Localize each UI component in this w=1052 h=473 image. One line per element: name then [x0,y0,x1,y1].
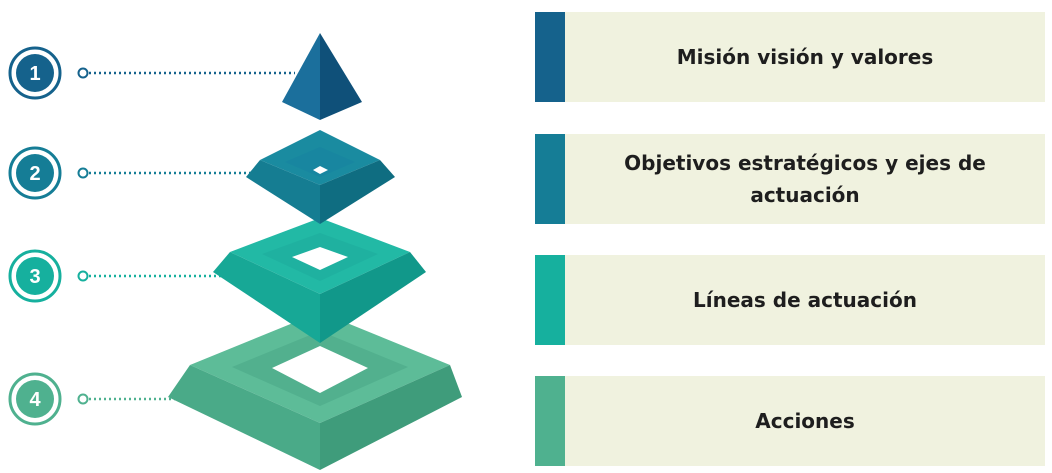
level-color-bar-1 [535,12,565,102]
level-number-1: 1 [29,63,40,85]
pyramid-level-1 [282,33,362,120]
level-badge-3: 3 [8,249,62,303]
level-box-2: Objetivos estratégicos y ejes de actuaci… [535,134,1045,224]
connector-3 [77,270,222,282]
level-badge-2: 2 [8,146,62,200]
connector-2 [77,167,255,179]
pyramid-level-3 [213,218,426,343]
connector-4 [77,393,178,405]
pyramid-level-4 [168,312,462,470]
level-box-4: Acciones [535,376,1045,466]
level-color-bar-3 [535,255,565,345]
level-box-3: Líneas de actuación [535,255,1045,345]
level-box-1: Misión visión y valores [535,12,1045,102]
level-label-1: Misión visión y valores [676,45,934,69]
level-color-bar-2 [535,134,565,224]
level-number-2: 2 [29,163,40,185]
level-panel-1: Misión visión y valores [565,12,1045,102]
level-badge-1: 1 [8,46,62,100]
level-panel-3: Líneas de actuación [565,255,1045,345]
pyramid-level-2 [246,130,395,224]
level-color-bar-4 [535,376,565,466]
level-label-2: Objetivos estratégicos y ejes de actuaci… [624,151,986,207]
level-number-3: 3 [29,266,40,288]
level-badge-4: 4 [8,372,62,426]
connector-1 [77,67,295,79]
level-number-4: 4 [29,389,41,411]
level-label-3: Líneas de actuación [693,288,917,312]
level-panel-2: Objetivos estratégicos y ejes de actuaci… [565,134,1045,224]
level-label-4: Acciones [755,409,855,433]
level-panel-4: Acciones [565,376,1045,466]
